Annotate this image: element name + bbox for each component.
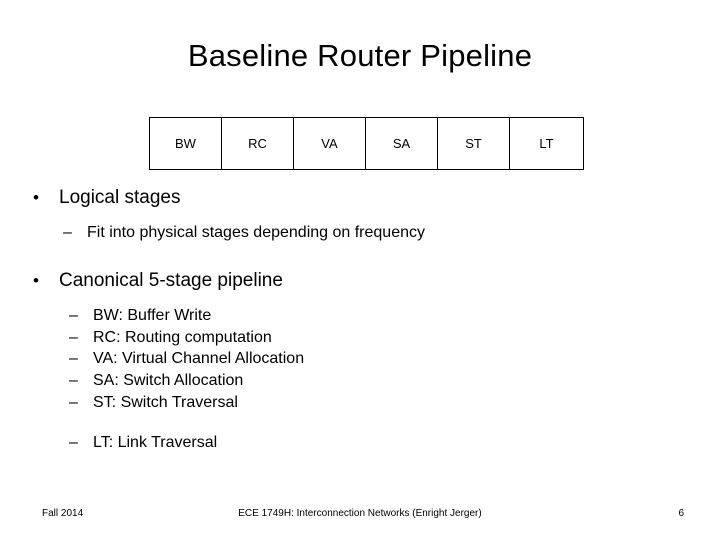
bullet-rc-definition: – RC: Routing computation — [33, 327, 693, 349]
footer-page-number: 6 — [678, 508, 684, 519]
spacer — [33, 414, 693, 432]
bullet-text: VA: Virtual Channel Allocation — [93, 350, 305, 368]
slide-footer: Fall 2014 ECE 1749H: Interconnection Net… — [0, 508, 720, 528]
pipeline-stage-cell-st: ST — [437, 117, 510, 170]
spacer — [33, 212, 693, 222]
pipeline-stage-cell-va: VA — [293, 117, 366, 170]
bullet-marker: – — [69, 350, 78, 368]
bullet-sa-definition: – SA: Switch Allocation — [33, 370, 693, 392]
bullet-canonical-pipeline: • Canonical 5-stage pipeline — [33, 268, 693, 293]
bullet-marker: – — [69, 433, 78, 451]
bullet-marker: • — [33, 270, 39, 290]
footer-course: ECE 1749H: Interconnection Networks (Enr… — [238, 508, 482, 519]
bullet-va-definition: – VA: Virtual Channel Allocation — [33, 348, 693, 370]
page-title: Baseline Router Pipeline — [187, 38, 533, 73]
bullet-marker: – — [69, 306, 78, 324]
bullet-st-definition: – ST: Switch Traversal — [33, 392, 693, 414]
bullet-logical-stages: • Logical stages — [33, 185, 693, 210]
bullet-marker: – — [69, 372, 78, 390]
bullet-text: LT: Link Traversal — [93, 433, 218, 451]
spacer — [33, 295, 693, 305]
bullet-text: Logical stages — [59, 187, 181, 208]
pipeline-stage-cell-bw: BW — [149, 117, 222, 170]
bullet-text: ST: Switch Traversal — [93, 393, 238, 411]
pipeline-stage-cell-lt: LT — [509, 117, 584, 170]
bullet-marker: – — [63, 224, 72, 242]
bullet-marker: – — [69, 393, 78, 411]
pipeline-stages-table: BW RC VA SA ST LT — [149, 117, 584, 170]
table-row: BW RC VA SA ST LT — [149, 117, 584, 170]
spacer — [33, 244, 693, 268]
bullet-text: BW: Buffer Write — [93, 306, 212, 324]
pipeline-stage-cell-rc: RC — [221, 117, 294, 170]
pipeline-stage-cell-sa: SA — [365, 117, 438, 170]
footer-date: Fall 2014 — [42, 508, 84, 519]
bullet-text: Canonical 5-stage pipeline — [59, 269, 283, 291]
bullet-fit-physical-stages: – Fit into physical stages depending on … — [33, 222, 693, 244]
bullet-text: SA: Switch Allocation — [93, 372, 244, 390]
bullet-marker: • — [33, 188, 39, 207]
slide-body: • Logical stages – Fit into physical sta… — [33, 185, 693, 453]
bullet-marker: – — [69, 328, 78, 346]
bullet-lt-definition: – LT: Link Traversal — [33, 432, 693, 454]
bullet-text: Fit into physical stages depending on fr… — [87, 224, 425, 242]
bullet-text: RC: Routing computation — [93, 328, 272, 346]
bullet-bw-definition: – BW: Buffer Write — [33, 305, 693, 327]
